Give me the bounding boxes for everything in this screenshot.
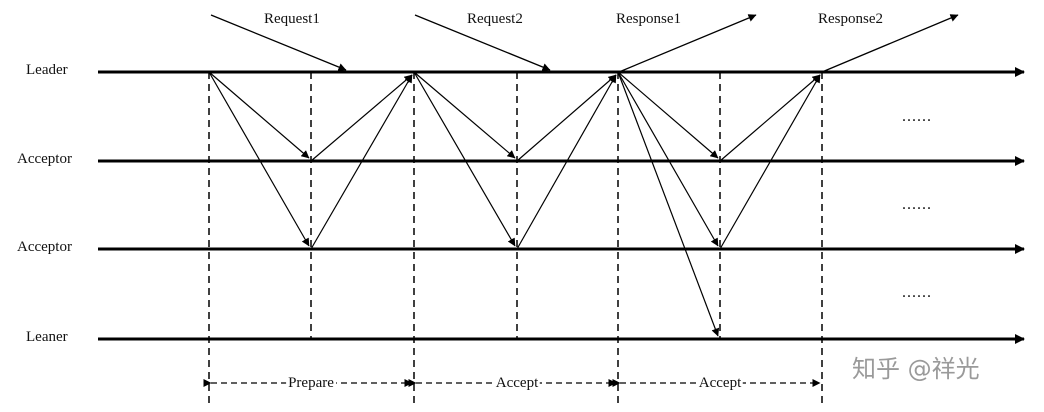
ellipsis-acceptor-2: ...... — [902, 196, 932, 213]
phase-label-accept-2: Accept — [696, 375, 744, 391]
lane-label-leaner: Leaner — [26, 329, 68, 345]
response2-label: Response2 — [818, 11, 883, 27]
ellipsis-acceptor-1: ...... — [902, 108, 932, 125]
timelines — [98, 67, 1025, 344]
response1-label: Response1 — [616, 11, 681, 27]
request2-label: Request2 — [467, 11, 523, 27]
request1-label: Request1 — [264, 11, 320, 27]
request1-arrow — [210, 14, 347, 71]
lane-label-leader: Leader — [26, 62, 68, 78]
lane-label-acceptor-1: Acceptor — [17, 151, 72, 167]
response2-arrow — [821, 14, 959, 73]
lane-label-acceptor-2: Acceptor — [17, 239, 72, 255]
ellipsis-leaner: ...... — [902, 284, 932, 301]
watermark: 知乎 @祥光 — [852, 355, 980, 383]
request2-arrow — [414, 14, 551, 71]
client-arrows — [210, 14, 959, 73]
response1-arrow — [618, 14, 757, 73]
dashed-guides — [208, 72, 823, 405]
phase-label-prepare: Prepare — [286, 375, 336, 391]
message-arrows — [208, 71, 821, 337]
phase-label-accept-1: Accept — [493, 375, 541, 391]
